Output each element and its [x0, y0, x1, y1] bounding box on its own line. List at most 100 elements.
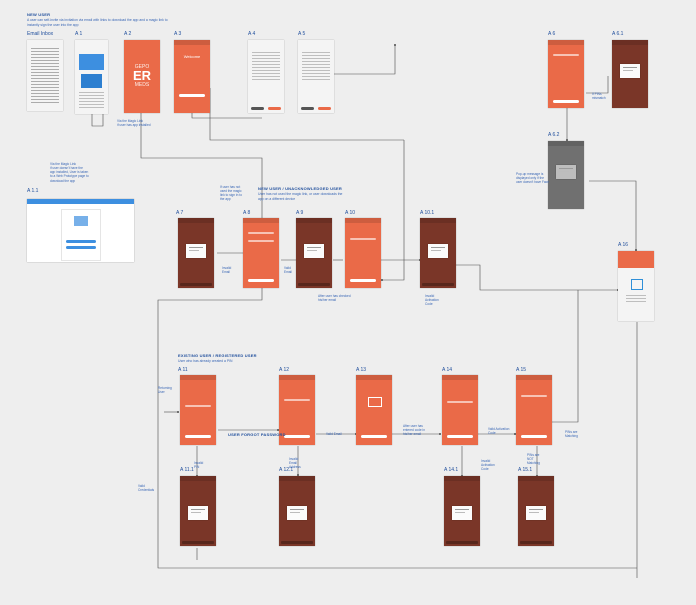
continue-button[interactable] [361, 435, 387, 438]
popup-dialog [556, 165, 576, 179]
screen-b11-1-invalid-pin[interactable] [180, 476, 216, 546]
screen-a10-activation-code[interactable] [345, 218, 381, 288]
label-a5: A 5 [298, 31, 306, 37]
continue-button[interactable] [179, 94, 205, 97]
connector-a8-a11 [157, 287, 637, 569]
screen-a7-invalid-email[interactable] [178, 218, 214, 288]
label-b11-1: A 11.1 [180, 467, 194, 473]
label-b15-1: A 15.1 [518, 467, 533, 473]
screen-b14-activation-code[interactable] [442, 375, 478, 445]
connector-a5-back [209, 88, 404, 141]
screen-a8-enter-email[interactable] [243, 218, 279, 288]
accept-button[interactable] [268, 107, 281, 110]
next-button[interactable] [284, 435, 310, 438]
label-a8: A 8 [243, 210, 251, 216]
label-b12: A 12 [279, 367, 290, 373]
code-input[interactable] [350, 238, 376, 240]
screen-b12-enter-email[interactable] [279, 375, 315, 445]
connector-a5-a6 [304, 45, 396, 75]
label-a4: A 4 [248, 31, 256, 37]
label-a2: A 2 [124, 31, 132, 37]
screen-a4-terms[interactable] [248, 40, 284, 113]
code-input[interactable] [447, 401, 473, 403]
screen-a16-dashboard[interactable] [618, 251, 654, 321]
decline-button[interactable] [251, 107, 264, 110]
phone-illustration [74, 216, 88, 226]
decline-button[interactable] [301, 107, 314, 110]
screen-a9-check-email[interactable] [296, 218, 332, 288]
mail-icon [368, 397, 382, 407]
sign-in-button[interactable] [185, 435, 211, 438]
label-email-inbox: Email Inbox [27, 31, 54, 37]
phones-illustration [81, 74, 102, 88]
connector-a10-1-a16 [453, 264, 618, 291]
label-a16: A 16 [618, 242, 629, 248]
verify-button[interactable] [447, 435, 473, 438]
section-title-existing-user: EXISTING USER / REGISTERED USER [178, 353, 257, 358]
brand-logo: GEPO ER MEDS [132, 64, 152, 88]
label-a6-1: A 6.1 [612, 31, 624, 37]
label-a9: A 9 [296, 210, 304, 216]
screen-b13-check-email[interactable] [356, 375, 392, 445]
next-button[interactable] [248, 279, 274, 282]
email-input[interactable] [284, 399, 310, 401]
pin-input[interactable] [185, 405, 211, 407]
screen-a3-welcome[interactable]: Welcome [174, 40, 210, 113]
screen-a1-email[interactable] [75, 40, 108, 114]
screen-a6-2-faceid-popup[interactable] [548, 141, 584, 209]
next-button[interactable] [553, 100, 579, 103]
label-b14: A 14 [442, 367, 453, 373]
label-b12-1: A 12.1 [279, 467, 294, 473]
screen-a6-1-pin-mismatch[interactable] [612, 40, 648, 108]
accept-button[interactable] [318, 107, 331, 110]
label-a1: A 1 [75, 31, 83, 37]
screen-a10-1-invalid-code[interactable] [420, 218, 456, 288]
label-a1-1: A 1.1 [27, 188, 39, 194]
header-banner [618, 251, 654, 268]
screen-a6-create-pin[interactable] [548, 40, 584, 108]
annot-valid-email-2: Valid Email [326, 432, 342, 436]
connector-a6-2-a16 [589, 180, 637, 250]
package-icon [631, 279, 643, 290]
section-title-unacknowledged: NEW USER / UNACKNOWLEDGED USER [258, 186, 343, 191]
screen-email-inbox[interactable] [27, 40, 63, 111]
email-input[interactable] [248, 240, 274, 242]
label-a6-2: A 6.2 [548, 132, 560, 138]
welcome-heading: Welcome [183, 54, 201, 59]
section-note-existing-user: User who has already created a PIN [178, 359, 233, 363]
screen-b15-create-pin[interactable] [516, 375, 552, 445]
section-note-unacknowledged: User has not used the magic link, or use… [258, 192, 343, 201]
label-a3: A 3 [174, 31, 182, 37]
download-android-button[interactable] [66, 246, 96, 249]
screen-a1-1-web-prototype[interactable] [27, 199, 134, 262]
label-a10: A 10 [345, 210, 356, 216]
download-ios-button[interactable] [66, 240, 96, 243]
pin-input[interactable] [521, 395, 547, 397]
screen-b12-1-invalid-email[interactable] [279, 476, 315, 546]
verify-button[interactable] [350, 279, 376, 282]
screen-b11-enter-pin[interactable] [180, 375, 216, 445]
screen-b15-1-pin-mismatch[interactable] [518, 476, 554, 546]
screen-a2-splash[interactable]: GEPO ER MEDS [124, 40, 160, 113]
next-button[interactable] [521, 435, 547, 438]
error-dialog [620, 64, 640, 78]
screen-b14-1-invalid-code[interactable] [444, 476, 480, 546]
screen-a5-privacy[interactable] [298, 40, 334, 113]
label-b11: A 11 [178, 367, 188, 373]
section-title-new-user: NEW USER [27, 12, 51, 17]
label-a7: A 7 [176, 210, 184, 216]
